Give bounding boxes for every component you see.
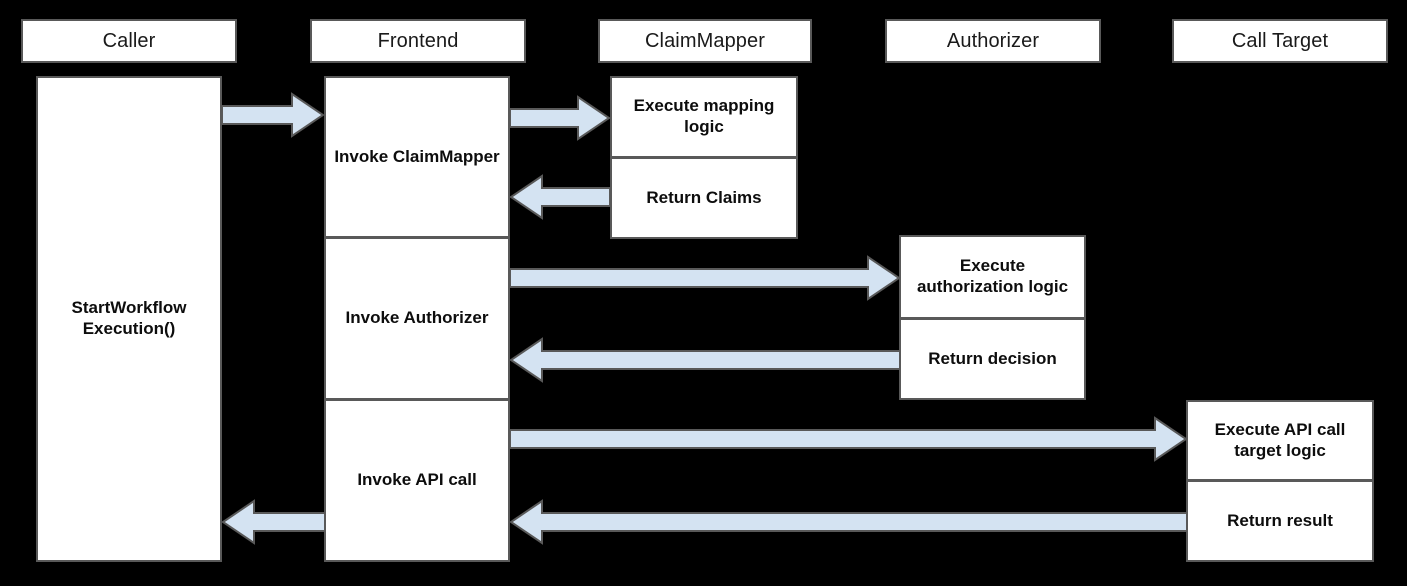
calltarget-step-execute-api-call-target-logic-label: Execute API call target logic (1214, 419, 1346, 460)
lifeline-header-authorizer[interactable]: Authorizer (885, 19, 1101, 63)
authorizer-step-return-decision-label: Return decision (928, 348, 1057, 368)
frontend-step-invoke-claimmapper[interactable]: Invoke ClaimMapper (324, 76, 510, 238)
calltarget-step-execute-api-call-target-logic[interactable]: Execute API call target logic (1186, 400, 1374, 481)
caller-activation-label: StartWorkflow Execution() (71, 298, 187, 338)
arrow-frontend-to-caller[interactable] (221, 499, 326, 545)
authorizer-step-execute-authorization-logic[interactable]: Execute authorization logic (899, 235, 1086, 319)
authorizer-step-execute-authorization-logic-label: Execute authorization logic (916, 256, 1069, 296)
frontend-step-invoke-authorizer[interactable]: Invoke Authorizer (324, 238, 510, 400)
lifeline-header-claimmapper[interactable]: ClaimMapper (598, 19, 812, 63)
lifeline-header-calltarget-label: Call Target (1231, 29, 1329, 52)
arrow-authorizer-to-frontend[interactable] (509, 337, 901, 383)
frontend-step-invoke-authorizer-label: Invoke Authorizer (345, 308, 489, 328)
lifeline-header-authorizer-label: Authorizer (946, 29, 1040, 52)
calltarget-step-return-result[interactable]: Return result (1186, 481, 1374, 562)
lifeline-header-claimmapper-label: ClaimMapper (644, 29, 766, 52)
frontend-step-invoke-api-call[interactable]: Invoke API call (324, 400, 510, 562)
calltarget-step-return-result-label: Return result (1227, 510, 1333, 530)
claimmapper-step-execute-mapping-logic-label: Execute mapping logic (633, 96, 775, 136)
claimmapper-step-execute-mapping-logic[interactable]: Execute mapping logic (610, 76, 798, 158)
arrow-frontend-to-authorizer[interactable] (509, 255, 901, 301)
arrow-frontend-to-calltarget[interactable] (509, 416, 1188, 462)
frontend-step-invoke-claimmapper-label: Invoke ClaimMapper (334, 146, 500, 166)
claimmapper-step-return-claims-label: Return Claims (646, 187, 762, 207)
arrow-frontend-to-claimmapper[interactable] (509, 95, 611, 141)
lifeline-header-caller-label: Caller (102, 29, 156, 52)
frontend-step-invoke-api-call-label: Invoke API call (357, 470, 477, 490)
lifeline-header-caller[interactable]: Caller (21, 19, 237, 63)
lifeline-header-frontend-label: Frontend (377, 29, 459, 52)
arrow-claimmapper-to-frontend[interactable] (509, 174, 611, 220)
authorizer-step-return-decision[interactable]: Return decision (899, 319, 1086, 400)
claimmapper-step-return-claims[interactable]: Return Claims (610, 158, 798, 239)
arrow-caller-to-frontend[interactable] (221, 92, 325, 138)
lifeline-header-frontend[interactable]: Frontend (310, 19, 526, 63)
caller-activation-box[interactable]: StartWorkflow Execution() (36, 76, 222, 562)
arrow-calltarget-to-frontend[interactable] (509, 499, 1188, 545)
lifeline-header-calltarget[interactable]: Call Target (1172, 19, 1388, 63)
